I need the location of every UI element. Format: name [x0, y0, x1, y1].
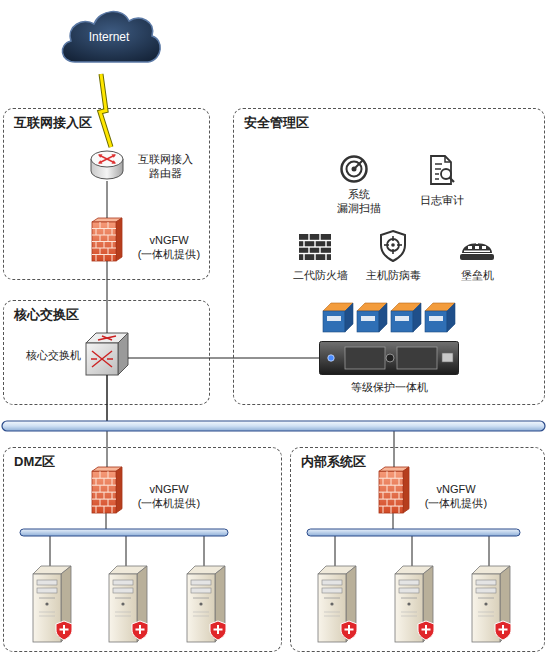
internet-cloud: Internet [55, 6, 163, 70]
node-label: 系统 漏洞扫描 [327, 187, 391, 215]
node-label: 互联网接入 路由器 [132, 152, 198, 180]
node-label: vNGFW (一体机提供) [131, 233, 207, 261]
device-node: 日志审计 [410, 151, 474, 209]
device-icon [379, 230, 407, 262]
zone-title: DMZ区 [14, 454, 174, 470]
zone-title: 内部系统区 [301, 454, 461, 470]
link-line [107, 181, 108, 218]
device-node: vNGFW (一体机提供) [89, 215, 207, 263]
node-label: 核心交换机 [17, 348, 81, 362]
device-icon [92, 467, 122, 513]
device-node: 等级保护一体机 [314, 301, 464, 397]
device-node: 核心交换机 [17, 329, 131, 379]
server-icon [472, 566, 511, 642]
device-node: 主机防病毒 [361, 227, 425, 284]
device-node: vNGFW (一体机提供) [376, 463, 496, 515]
zone-box: 安全管理区系统 漏洞扫描 日志审计二代防火墙主机防病毒 堡垒机等级保护一体机 [233, 108, 545, 405]
device-node: 系统 漏洞扫描 [327, 151, 391, 217]
device-icon [89, 149, 125, 181]
server-icon [109, 566, 148, 642]
server-icon [33, 566, 72, 642]
node-label: 主机防病毒 [361, 268, 425, 282]
device-icon [379, 467, 409, 513]
zone-box: 互联网接入区互联网接入 路由器 vNGFW (一体机提供) [3, 108, 210, 280]
node-label: vNGFW (一体机提供) [131, 482, 207, 510]
device-node: vNGFW (一体机提供) [89, 463, 207, 515]
node-label: 二代防火墙 [288, 268, 352, 282]
device-node: 堡垒机 [445, 231, 509, 284]
server-bus [20, 529, 228, 536]
server-icon [318, 566, 357, 642]
backbone-bus [2, 421, 545, 431]
node-label: Internet [55, 30, 163, 45]
zone-title: 安全管理区 [244, 115, 404, 131]
link-line [107, 375, 108, 467]
device-icon [460, 237, 494, 261]
device-icon [86, 333, 128, 375]
server-bus [307, 529, 520, 536]
device-node: 互联网接入 路由器 [86, 146, 201, 186]
wire-lines [50, 512, 489, 567]
device-node: 二代防火墙 [288, 230, 352, 284]
link-line [107, 261, 108, 333]
node-label: 日志审计 [410, 193, 474, 207]
device-icon [92, 218, 122, 261]
device-icon [319, 303, 459, 333]
zone-box: DMZ区 vNGFW (一体机提供) [3, 447, 282, 652]
node-label: vNGFW (一体机提供) [418, 482, 494, 510]
zone-box: 核心交换区核心交换机 [3, 300, 210, 405]
zone-box: 内部系统区 vNGFW (一体机提供) [290, 447, 545, 652]
device-icon [340, 155, 368, 183]
zone-title: 核心交换区 [14, 307, 174, 323]
link-line [128, 358, 319, 359]
device-icon [319, 341, 459, 375]
server-icon [187, 566, 226, 642]
node-label: 等级保护一体机 [314, 380, 464, 394]
zone-title: 互联网接入区 [14, 115, 174, 131]
device-icon [299, 234, 331, 260]
server-icon [395, 566, 434, 642]
lightning-link [100, 74, 111, 147]
node-label: 堡垒机 [445, 268, 509, 282]
device-icon [428, 155, 456, 185]
